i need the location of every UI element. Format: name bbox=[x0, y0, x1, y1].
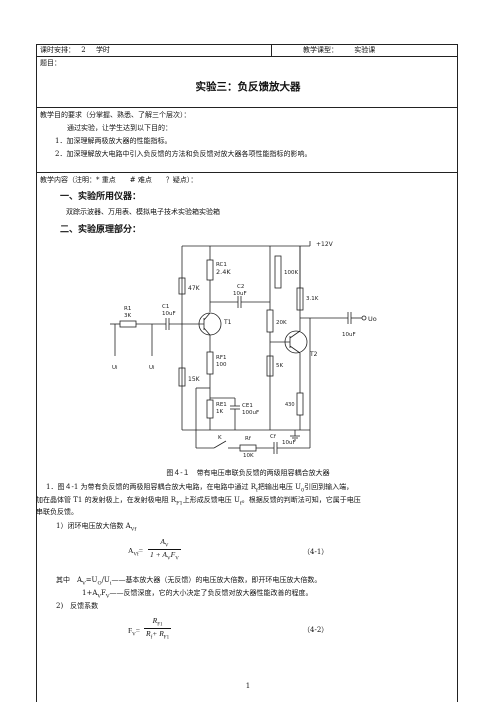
circuit-diagram: +12V 47K 15K RC1 2.4K T1 RF1 100 RE1 1K … bbox=[110, 241, 377, 459]
resistor-5k bbox=[266, 355, 274, 377]
schedule-unit: 学时 bbox=[95, 46, 110, 54]
svg-text:20K: 20K bbox=[276, 320, 287, 326]
objectives-label: 教学目的要求（分掌握、熟悉、了解三个层次）： bbox=[40, 111, 191, 119]
svg-text:10uF: 10uF bbox=[162, 311, 176, 317]
objective-item-2: 2．加深理解放大电路中引入负反馈的方法和负反馈对放大器各项性能指标的影响。 bbox=[55, 150, 312, 158]
svg-text:10uF: 10uF bbox=[342, 332, 356, 338]
svg-text:100uF: 100uF bbox=[242, 410, 259, 416]
equation-4-2-fraction: RF1 Rf+ RF1 bbox=[144, 616, 172, 640]
svg-text:1K: 1K bbox=[216, 409, 223, 415]
paragraph-1-line-1: 1．图４-1 为带有负反馈的两极阻容耦合放大电路，在电路中通过 Rf把输出电压 … bbox=[46, 483, 354, 494]
svg-text:Rf: Rf bbox=[245, 436, 252, 442]
resistor-100k bbox=[274, 255, 282, 289]
svg-text:3K: 3K bbox=[124, 313, 131, 319]
table-top-border bbox=[36, 44, 457, 45]
type-cell: 教学课型： 实验课 bbox=[303, 46, 375, 55]
svg-text:Ui: Ui bbox=[112, 365, 118, 371]
paragraph-1-line-3: 串联负反馈。 bbox=[36, 508, 78, 516]
schedule-label: 课时安排： bbox=[40, 46, 75, 54]
item-1-label: 1）闭环电压放大倍数 AVf bbox=[56, 522, 137, 533]
table-header-divider bbox=[271, 44, 272, 56]
schedule-hours: 2 bbox=[81, 46, 86, 54]
resistor-430 bbox=[296, 392, 304, 416]
svg-text:C1: C1 bbox=[162, 304, 169, 310]
where-line-1: 其中 AV=UO/Ui——基本放大器（无反馈）的电压放大倍数，即开环电压放大倍数… bbox=[56, 576, 322, 587]
transistor-t2 bbox=[284, 330, 308, 354]
equation-4-1: AVf= bbox=[128, 546, 143, 558]
table-left-border bbox=[36, 44, 37, 702]
objectives-intro: 通过实验，让学生达到以下目的： bbox=[67, 124, 172, 132]
topic-label: 题目： bbox=[40, 59, 61, 67]
where-line-2: 1+AVFV——反馈深度，它的大小决定了负反馈对放大器性能改善的程度。 bbox=[82, 589, 313, 600]
instruments-text: 双踪示波器、万用表、模拟电子技术实验箱实验箱 bbox=[66, 208, 220, 216]
svg-text:10K: 10K bbox=[243, 453, 254, 459]
equation-4-1-fraction: AV 1 + AVFV bbox=[148, 537, 181, 561]
page-title: 实验三：负反馈放大器 bbox=[195, 81, 301, 93]
table-right-border bbox=[457, 44, 458, 702]
svg-text:47K: 47K bbox=[188, 285, 201, 292]
paragraph-1-line-2: 加在晶体管 T1 的发射极上，在发射极电阻 RF1上形成反馈电压 Uf。根据反馈… bbox=[36, 496, 361, 507]
svg-text:Cf: Cf bbox=[270, 434, 277, 440]
svg-text:RE1: RE1 bbox=[216, 402, 227, 408]
svg-text:C2: C2 bbox=[237, 284, 244, 290]
resistor-rc1 bbox=[206, 259, 214, 281]
equation-4-2-number: （4-2） bbox=[303, 626, 329, 634]
svg-text:430: 430 bbox=[285, 402, 295, 408]
resistor-20k bbox=[266, 309, 274, 333]
svg-text:RC1: RC1 bbox=[216, 262, 227, 268]
content-label: 教学内容（注明：* 重点 # 难点 ？疑点）： bbox=[40, 176, 198, 184]
svg-text:10uF: 10uF bbox=[282, 440, 296, 446]
svg-text:2.4K: 2.4K bbox=[216, 268, 231, 276]
resistor-re1 bbox=[206, 399, 214, 419]
svg-text:RF1: RF1 bbox=[216, 355, 226, 361]
schedule-cell: 课时安排： 2 学时 bbox=[40, 46, 110, 55]
svg-text:T1: T1 bbox=[223, 319, 232, 326]
table-row3-border bbox=[36, 172, 457, 173]
svg-text:T2: T2 bbox=[309, 351, 318, 358]
svg-text:15K: 15K bbox=[188, 376, 201, 383]
svg-text:100K: 100K bbox=[284, 270, 298, 276]
svg-text:CE1: CE1 bbox=[242, 403, 253, 409]
resistor-rf bbox=[239, 444, 257, 452]
figure-caption: 图４-１ 带有电压串联负反馈的两级阻容耦合放大器 bbox=[166, 469, 330, 477]
svg-text:100: 100 bbox=[216, 362, 227, 368]
svg-text:K: K bbox=[218, 435, 222, 441]
table-row1-border bbox=[36, 56, 457, 57]
section-instruments-heading: 一、实验所用仪器： bbox=[60, 192, 142, 202]
page-number: 1 bbox=[245, 682, 251, 690]
svg-text:10uF: 10uF bbox=[233, 291, 247, 297]
resistor-47k bbox=[178, 277, 186, 295]
svg-text:Uo: Uo bbox=[368, 315, 377, 323]
resistor-rf1 bbox=[206, 351, 214, 375]
resistor-3-1k bbox=[296, 287, 304, 311]
type-value: 实验课 bbox=[354, 46, 376, 54]
section-principle-heading: 二、实验原理部分： bbox=[60, 225, 142, 235]
resistor-r1 bbox=[119, 320, 137, 328]
table-row2-border bbox=[36, 107, 457, 108]
type-label: 教学课型： bbox=[303, 46, 338, 54]
objective-item-1: 1．加深理解两极放大器的性能指标。 bbox=[55, 137, 172, 145]
equation-4-2: FV= bbox=[128, 626, 141, 638]
svg-text:3.1K: 3.1K bbox=[306, 296, 319, 302]
supply-label: +12V bbox=[316, 241, 334, 248]
equation-4-1-number: （4-1） bbox=[303, 548, 329, 556]
svg-text:5K: 5K bbox=[276, 363, 283, 369]
svg-text:Ui: Ui bbox=[149, 365, 155, 371]
resistor-15k bbox=[178, 367, 186, 387]
item-2-label: 2) 反馈系数 bbox=[56, 602, 99, 610]
svg-text:R1: R1 bbox=[124, 306, 131, 312]
